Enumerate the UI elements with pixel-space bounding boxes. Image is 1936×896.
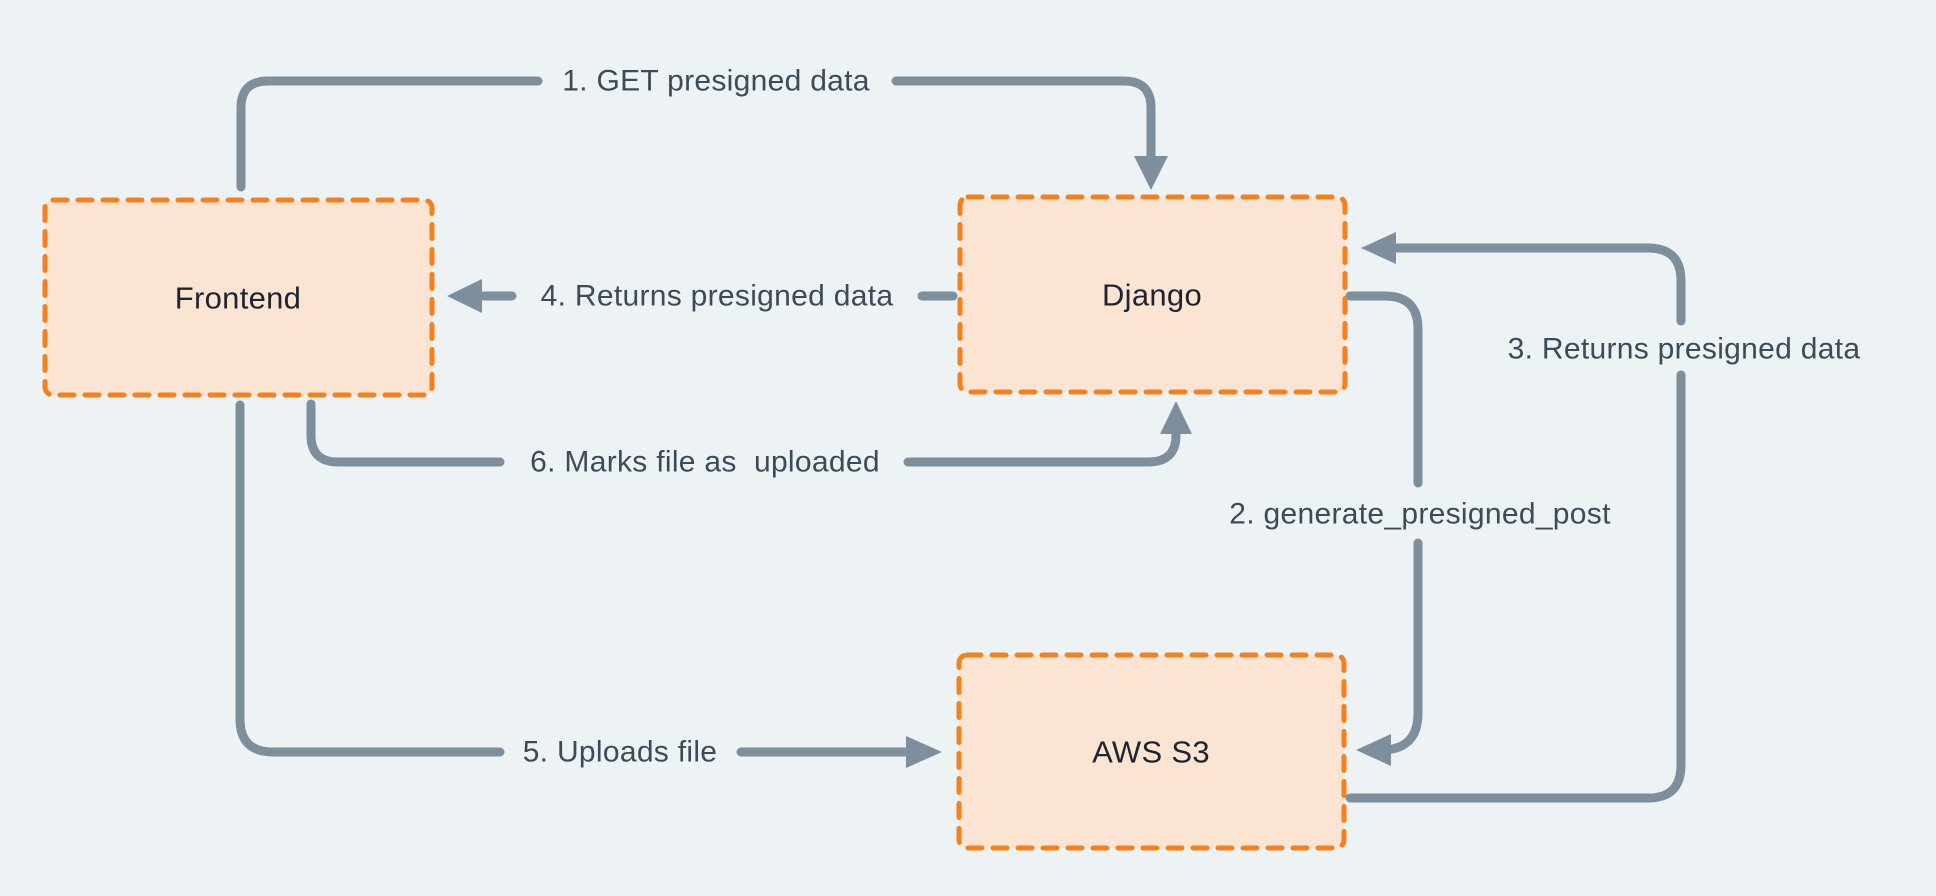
edge-6-line-start <box>306 399 505 467</box>
edge-generate-presigned-post: 2. generate_presigned_post <box>1229 291 1611 766</box>
edge-returns-presigned-data-to-django: 3. Returns presigned data <box>1345 232 1861 803</box>
edge-2-label: 2. generate_presigned_post <box>1229 498 1611 531</box>
edge-3-arrow-left-icon <box>1361 232 1396 264</box>
edge-1-arrow-down-icon <box>1134 156 1168 190</box>
node-aws-s3: AWS S3 <box>956 652 1347 851</box>
edge-6-line-end <box>903 427 1181 467</box>
edge-get-presigned-data: 1. GET presigned data <box>236 65 1168 192</box>
edge-1-line-start <box>236 76 543 192</box>
edge-5-label: 5. Uploads file <box>523 736 718 769</box>
edge-3-line-end <box>1390 243 1686 326</box>
edge-3-line-start <box>1345 370 1686 803</box>
node-frontend: Frontend <box>42 197 435 398</box>
node-django: Django <box>957 194 1348 395</box>
node-django-box <box>957 194 1348 395</box>
edge-2-arrow-left-icon <box>1356 734 1391 766</box>
node-frontend-label: Frontend <box>175 281 301 316</box>
edge-uploads-file: 5. Uploads file <box>235 400 942 769</box>
edge-1-label: 1. GET presigned data <box>562 65 870 98</box>
edge-6-label: 6. Marks file as uploaded <box>530 446 880 479</box>
edge-marks-file-uploaded: 6. Marks file as uploaded <box>306 399 1192 479</box>
edge-1-line-end <box>891 76 1156 163</box>
node-frontend-box <box>42 197 435 398</box>
edge-4-arrow-left-icon <box>447 279 482 313</box>
edge-5-arrow-right-icon <box>906 736 942 768</box>
edge-5-line-start <box>235 400 505 757</box>
edge-2-line-end <box>1376 538 1423 755</box>
edge-returns-presigned-data-to-frontend: 4. Returns presigned data <box>447 279 958 313</box>
node-aws-s3-label: AWS S3 <box>1092 735 1210 770</box>
edge-4-label: 4. Returns presigned data <box>541 280 894 313</box>
edge-3-label: 3. Returns presigned data <box>1508 333 1861 366</box>
edge-2-line-start <box>1345 291 1423 488</box>
node-django-label: Django <box>1102 278 1202 313</box>
edge-6-arrow-up-icon <box>1160 401 1192 434</box>
node-aws-s3-box <box>956 652 1347 851</box>
